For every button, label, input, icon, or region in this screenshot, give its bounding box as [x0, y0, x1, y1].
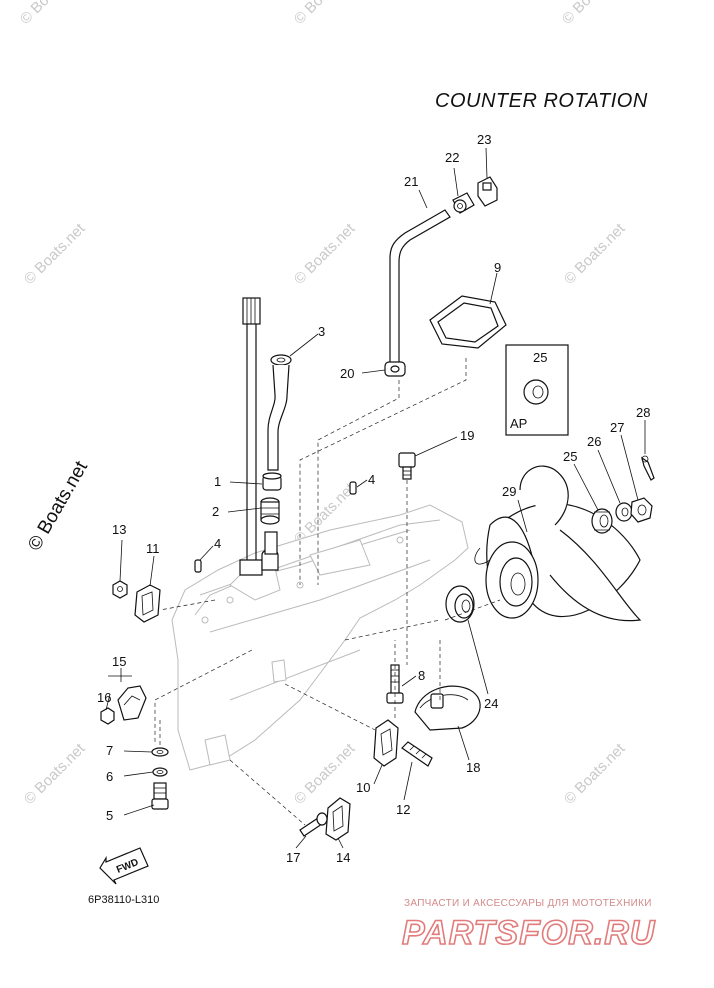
- callout-23: 23: [477, 132, 491, 147]
- callout-16: 16: [97, 690, 111, 705]
- callout-10: 10: [356, 780, 370, 795]
- callout-7: 7: [106, 743, 113, 758]
- prop-hardware: [591, 455, 655, 534]
- callout-27: 27: [610, 420, 624, 435]
- watermark: © Boats.net: [21, 220, 89, 288]
- lower-case-housing: [171, 297, 469, 771]
- callout-29: 29: [502, 484, 516, 499]
- callout-6: 6: [106, 769, 113, 784]
- callout-21: 21: [404, 174, 418, 189]
- watermark: © Boats.net: [17, 0, 85, 28]
- side-plate: [299, 797, 351, 841]
- diagram-code: 6P38110-L310: [88, 894, 159, 906]
- leader-lines: [105, 147, 646, 849]
- promo-watermark: ЗАПЧАСТИ И АКСЕССУАРЫ ДЛЯ МОТОТЕХНИКИ PA…: [401, 898, 656, 953]
- callout-18: 18: [466, 760, 480, 775]
- bolt: [398, 452, 416, 480]
- callout-8: 8: [418, 668, 425, 683]
- shift-rod-group: [384, 176, 498, 377]
- callout-17: 17: [286, 850, 300, 865]
- forward-direction-badge: FWD: [99, 847, 149, 885]
- watermark: © Boats.net: [291, 220, 359, 288]
- callout-3: 3: [318, 324, 325, 339]
- callout-14: 14: [336, 850, 350, 865]
- callout-labels: 1 2 3 4 4 5 6 7 8 9 10 11 12 13 14 15 16…: [97, 132, 650, 865]
- callout-24: 24: [484, 696, 498, 711]
- dowel-pin: [349, 481, 357, 495]
- callout-28: 28: [636, 405, 650, 420]
- bracket-and-nut: [112, 580, 161, 623]
- watermark: © Boats.net: [21, 740, 89, 808]
- trim-tab: [373, 719, 433, 767]
- washer-and-bolt: [151, 747, 169, 810]
- ap-inset-box: 25 AP: [505, 344, 569, 436]
- callout-9: 9: [494, 260, 501, 275]
- callout-22: 22: [445, 150, 459, 165]
- callout-15: 15: [112, 654, 126, 669]
- dowel-pin: [194, 559, 202, 573]
- anode-assembly: [100, 685, 147, 725]
- callout-4a: 4: [368, 472, 375, 487]
- callout-4b: 4: [214, 536, 221, 551]
- watermark-side: © Boats.net: [24, 457, 92, 554]
- watermark: © Boats.net: [561, 220, 629, 288]
- watermark: © Boats.net: [559, 0, 627, 28]
- promo-brand: PARTSFOR.RU: [402, 914, 656, 952]
- callout-11: 11: [146, 541, 160, 556]
- watermark: © Boats.net: [291, 0, 359, 28]
- callout-20: 20: [340, 366, 354, 381]
- callout-1: 1: [214, 474, 221, 489]
- gasket: [429, 295, 507, 349]
- watermark: © Boats.net: [561, 740, 629, 808]
- callout-13: 13: [112, 522, 126, 537]
- watermark: © Boats.net: [291, 740, 359, 808]
- callout-26: 26: [587, 434, 601, 449]
- cap-cover: [414, 685, 481, 731]
- callout-12: 12: [396, 802, 410, 817]
- thrust-ring: [445, 585, 475, 623]
- assembly-lines: [154, 358, 501, 826]
- diagram-title: COUNTER ROTATION: [435, 90, 648, 112]
- callout-5: 5: [106, 808, 113, 823]
- callout-25: 25: [563, 449, 577, 464]
- callout-19: 19: [460, 428, 474, 443]
- callout-2: 2: [212, 504, 219, 519]
- water-tube: [267, 354, 292, 471]
- grommet-set: [260, 472, 282, 555]
- ap-part-number: 25: [533, 350, 547, 365]
- promo-tagline: ЗАПЧАСТИ И АКСЕССУАРЫ ДЛЯ МОТОТЕХНИКИ: [404, 898, 652, 909]
- bolt: [386, 664, 404, 704]
- ap-label: AP: [510, 416, 527, 431]
- propeller: [474, 465, 642, 622]
